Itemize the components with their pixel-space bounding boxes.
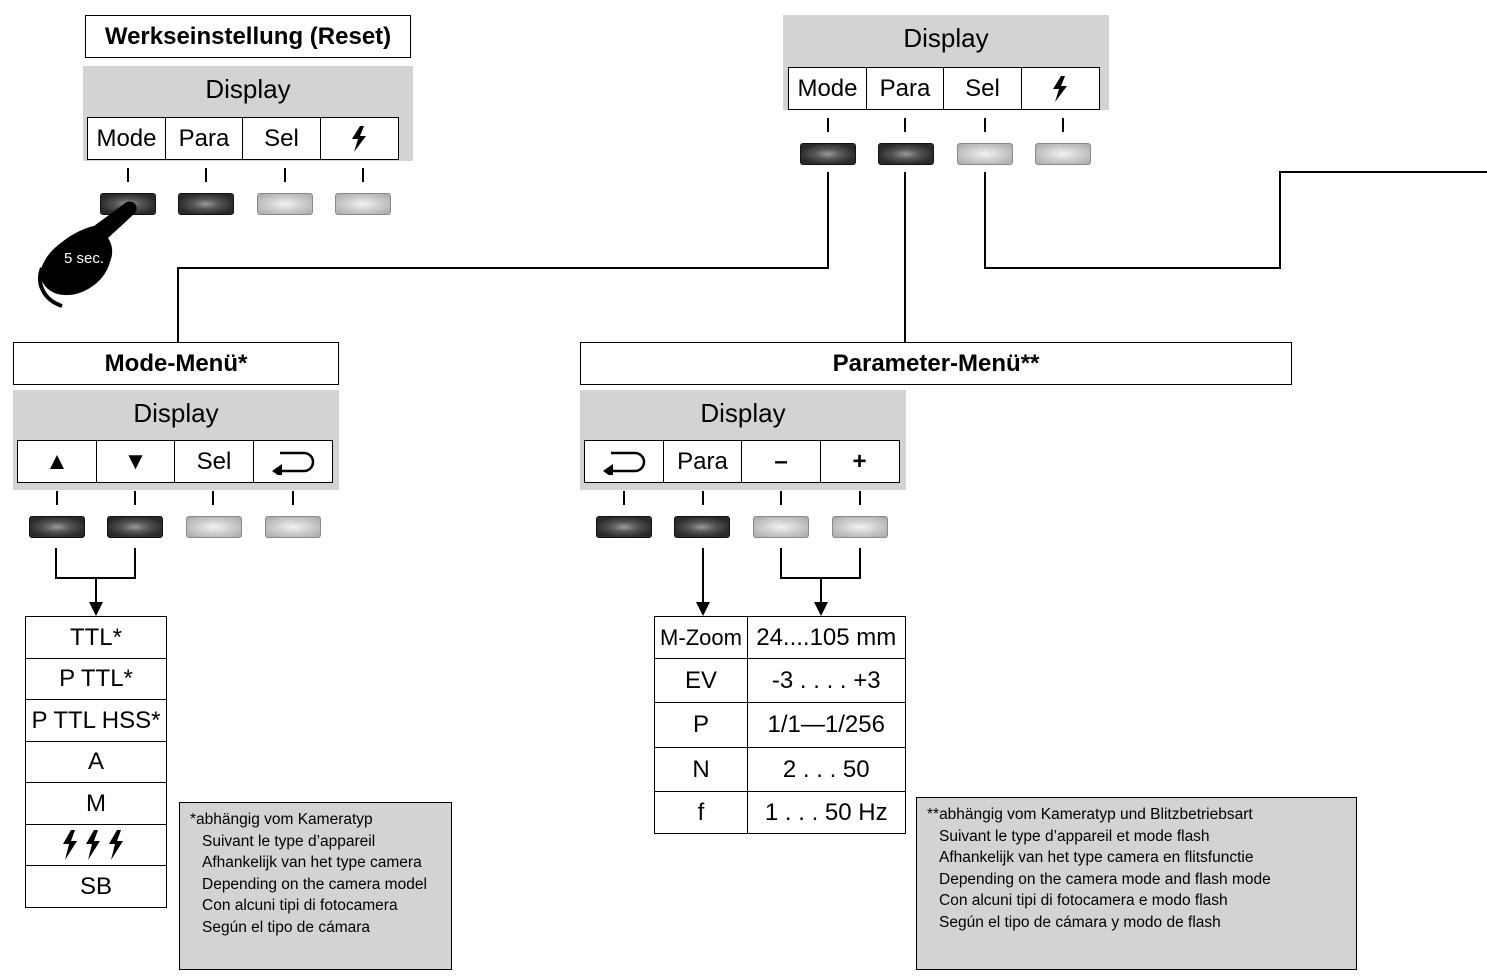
hardware-button-4[interactable] [335, 193, 391, 215]
return-icon [603, 451, 646, 475]
mode-option: P TTL HSS* [25, 699, 167, 742]
footnote-line: Según el tipo de cámara y modo de flash [939, 913, 1221, 931]
footnote-line: Depending on the camera model [202, 875, 427, 893]
parameter-row: M-Zoom 24....105 mm [654, 616, 906, 659]
return-icon [271, 451, 314, 475]
parameter-name: f [654, 791, 748, 834]
parameter-footnote: **abhängig vom Kameratyp und Blitzbetrie… [916, 797, 1357, 970]
mode-menu-title: Mode-Menü* [13, 342, 339, 385]
parameter-table: M-Zoom 24....105 mm EV -3 . . . . +3 P 1… [654, 616, 906, 834]
arrowhead [696, 602, 710, 616]
hand-pointer-icon [38, 201, 137, 308]
sel-connector [984, 171, 1487, 269]
hardware-button-3[interactable] [753, 516, 809, 538]
mode-option: M [25, 782, 167, 825]
mode-updown-bracket [55, 548, 136, 579]
key-minus: – [741, 440, 821, 483]
parameter-key-row: Para – + [584, 440, 900, 483]
mode-key-row: ▲ ▼ Sel [17, 440, 333, 483]
parameter-name: N [654, 746, 748, 793]
key-return [584, 440, 664, 483]
hardware-button-2[interactable] [107, 516, 163, 538]
footnote-line: **abhängig vom Kameratyp und Blitzbetrie… [927, 806, 1253, 823]
key-sel: Sel [174, 440, 254, 483]
hardware-button-4[interactable] [1035, 143, 1091, 165]
main-key-row: Mode Para Sel [788, 67, 1100, 110]
key-para: Para [865, 67, 945, 110]
hardware-button-4[interactable] [832, 516, 888, 538]
parameter-menu-title: Parameter-Menü** [580, 342, 1292, 385]
key-down: ▼ [95, 440, 176, 483]
parameter-row: f 1 . . . 50 Hz [654, 791, 906, 834]
multi-flash-icon [63, 830, 123, 860]
footnote-line: *abhängig vom Kameratyp [190, 811, 373, 828]
footnote-line: Suivant le type d’appareil [202, 832, 376, 850]
parameter-range: -3 . . . . +3 [746, 657, 906, 704]
parameter-range: 1 . . . 50 Hz [746, 791, 906, 834]
hardware-button-4[interactable] [265, 516, 321, 538]
mode-option: A [25, 740, 167, 784]
mode-footnote: *abhängig vom Kameratyp Suivant le type … [179, 802, 452, 970]
key-plus: + [819, 440, 900, 483]
mode-option: P TTL* [25, 657, 167, 701]
key-up: ▲ [17, 440, 97, 483]
mode-option-multi-flash [25, 823, 167, 867]
plusminus-bracket [780, 548, 861, 579]
key-sel: Sel [242, 117, 321, 160]
hardware-button-1[interactable] [29, 516, 85, 538]
key-flash [1020, 67, 1100, 110]
arrowhead [89, 602, 103, 616]
parameter-row: N 2 . . . 50 [654, 746, 906, 793]
parameter-name: P [654, 702, 748, 748]
reset-title: Werkseinstellung (Reset) [85, 15, 411, 58]
footnote-line: Depending on the camera mode and flash m… [939, 870, 1271, 888]
mode-options-list: TTL* P TTL* P TTL HSS* A M SB [25, 616, 167, 908]
hold-duration-label: 5 sec. [64, 250, 105, 267]
hardware-button-1[interactable] [596, 516, 652, 538]
footnote-line: Según el tipo de cámara [202, 918, 371, 936]
hardware-button-2[interactable] [878, 143, 934, 165]
footnote-line: Con alcuni tipi di fotocamera [202, 897, 398, 914]
display-label: Display [133, 398, 219, 428]
parameter-range: 1/1—1/256 [746, 702, 906, 748]
parameter-row: P 1/1—1/256 [654, 702, 906, 748]
reset-key-row: Mode Para Sel [87, 117, 399, 160]
key-mode: Mode [788, 67, 867, 110]
hardware-button-2[interactable] [178, 193, 234, 215]
footnote-line: Suivant le type d’appareil et mode flash [939, 827, 1210, 845]
parameter-row: EV -3 . . . . +3 [654, 657, 906, 704]
key-flash [319, 117, 399, 160]
hardware-button-3[interactable] [257, 193, 313, 215]
mode-connector [177, 172, 829, 342]
key-sel: Sel [943, 67, 1022, 110]
key-para: Para [164, 117, 244, 160]
footnote-line: Con alcuni tipi di fotocamera e modo fla… [939, 892, 1228, 909]
flash-icon [352, 125, 366, 152]
hardware-button-3[interactable] [186, 516, 242, 538]
key-mode: Mode [87, 117, 166, 160]
footnote-line: Afhankelijk van het type camera [202, 854, 422, 871]
hardware-button-3[interactable] [957, 143, 1013, 165]
hardware-button-1[interactable] [800, 143, 856, 165]
parameter-name: EV [654, 657, 748, 704]
hardware-button-2[interactable] [674, 516, 730, 538]
footnote-line: Afhankelijk van het type camera en flits… [939, 849, 1254, 866]
display-label: Display [205, 74, 291, 104]
arrowhead [814, 602, 828, 616]
flash-icon [1053, 75, 1067, 102]
display-label: Display [903, 23, 989, 53]
display-label: Display [700, 398, 786, 428]
parameter-name: M-Zoom [654, 616, 748, 659]
mode-option: TTL* [25, 616, 167, 659]
key-para: Para [662, 440, 743, 483]
parameter-range: 24....105 mm [746, 616, 906, 659]
key-return [252, 440, 333, 483]
mode-option: SB [25, 865, 167, 908]
parameter-range: 2 . . . 50 [746, 746, 906, 793]
